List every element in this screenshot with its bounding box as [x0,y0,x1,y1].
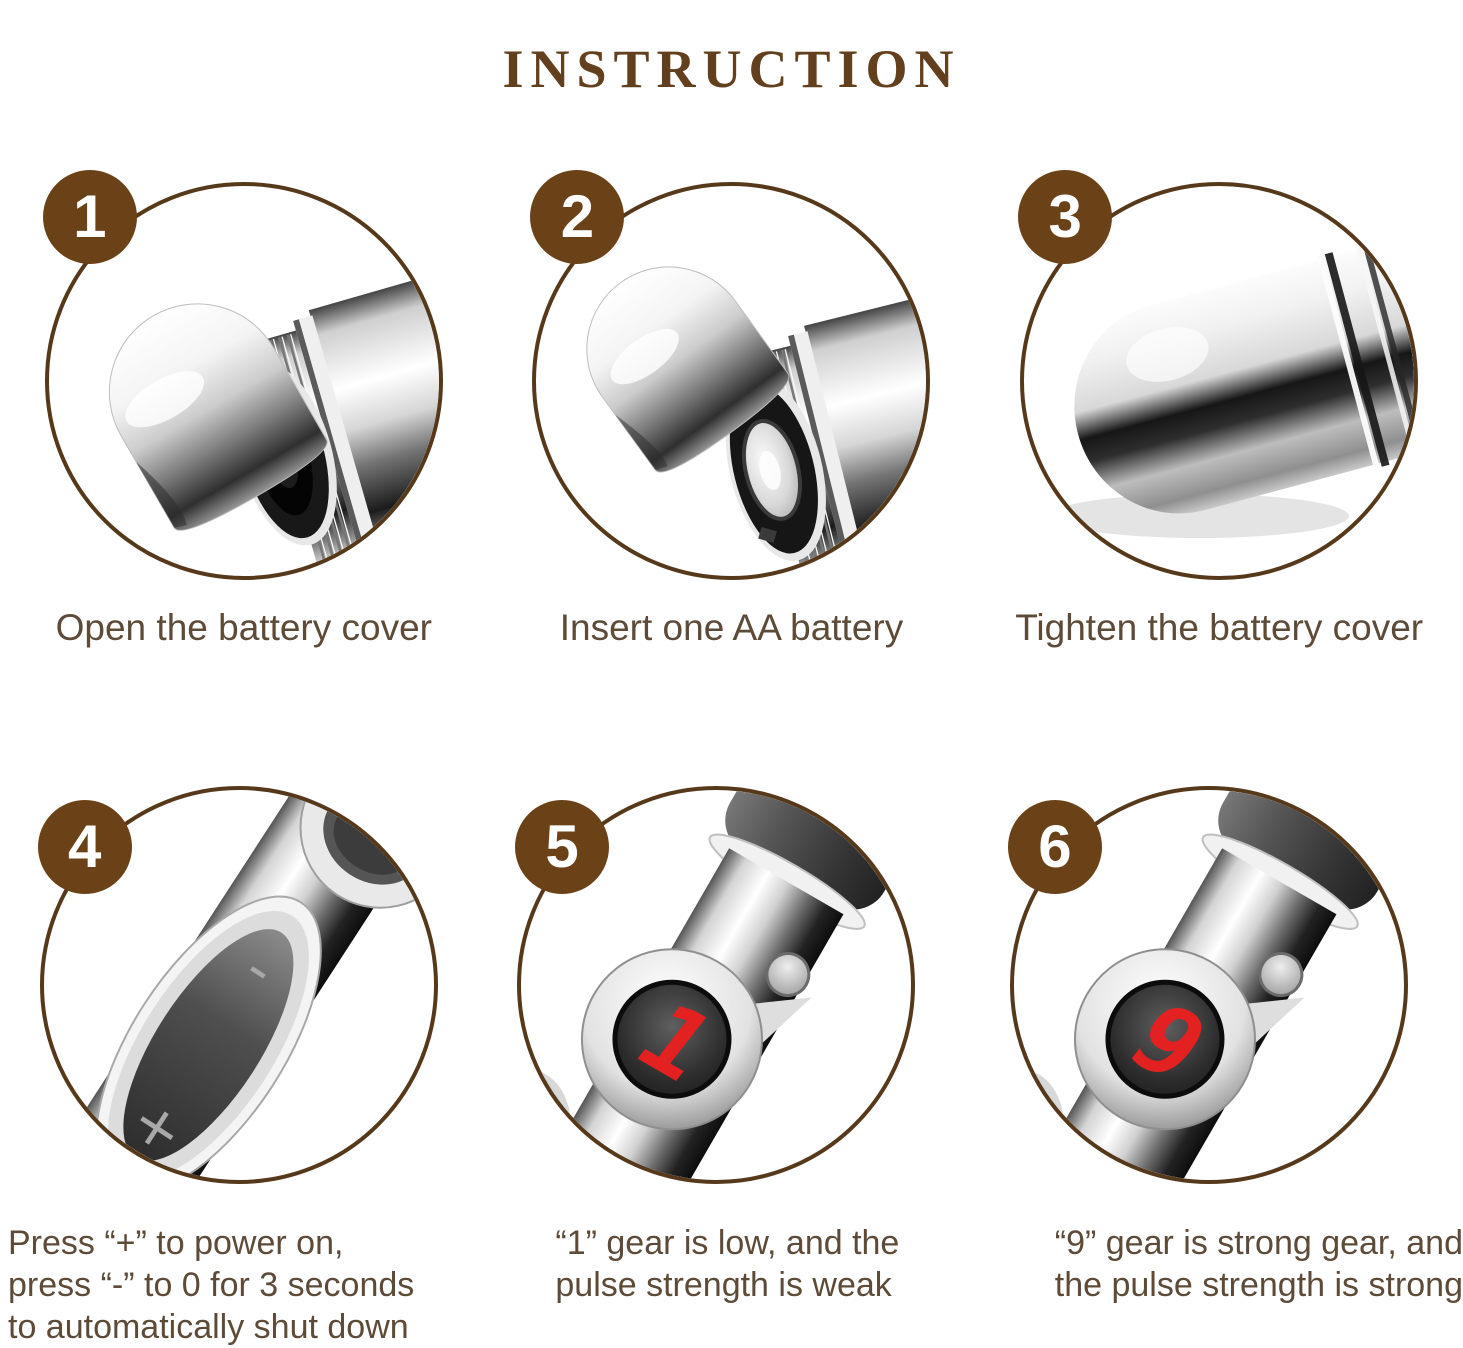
step-4-photo-buttons: - + [39,785,438,1184]
step-1-photo-open-cover [44,181,443,580]
step-1-figure: 1 [42,169,443,580]
battery-cover-open-illustration [108,265,439,566]
step-3-figure: 3 [1018,169,1419,580]
insert-battery-illustration [586,266,927,576]
step-6-number: 6 [1038,813,1072,881]
steps-row-1: 1 [0,169,1463,650]
step-4: 4 [0,785,477,1348]
step-5-number: 5 [545,813,579,881]
step-2-number-badge: 2 [530,169,625,264]
step-3-caption: Tighten the battery cover [1015,606,1424,648]
steps-row-2: 4 [0,785,1463,1348]
battery-cover-closed-illustration [1049,231,1415,538]
page-title: INSTRUCTION [502,39,961,100]
step-5-number-badge: 5 [515,799,610,894]
step-2-caption: Insert one AA battery [559,606,904,648]
step-2-figure: 2 [530,169,931,580]
step-6-number-badge: 6 [1007,799,1102,894]
step-6-caption: “9” gear is strong gear, and the pulse s… [1054,1223,1463,1304]
step-2: 2 [488,169,976,650]
step-2-number: 2 [560,183,595,251]
step-5-figure: 5 [515,785,916,1184]
step-3-number: 3 [1048,183,1082,251]
step-4-number: 4 [68,813,102,881]
step-2-photo-insert-battery [532,181,931,580]
step-1-number-badge: 1 [42,169,137,264]
step-5-caption: “1” gear is low, and the pulse strength … [555,1223,900,1304]
step-6-figure: 6 [1007,785,1408,1184]
step-1: 1 [0,169,488,650]
step-5: 5 [477,785,954,1348]
step-1-caption: Open the battery cover [55,606,433,648]
step-6: 6 [955,785,1463,1348]
step-3-number-badge: 3 [1018,169,1113,264]
step-1-number: 1 [73,183,107,251]
step-4-caption: Press “+” to power on, press “-” to 0 fo… [8,1223,415,1346]
step-4-figure: 4 [37,785,438,1184]
step-3: 3 [975,169,1463,650]
step-4-number-badge: 4 [37,799,132,894]
